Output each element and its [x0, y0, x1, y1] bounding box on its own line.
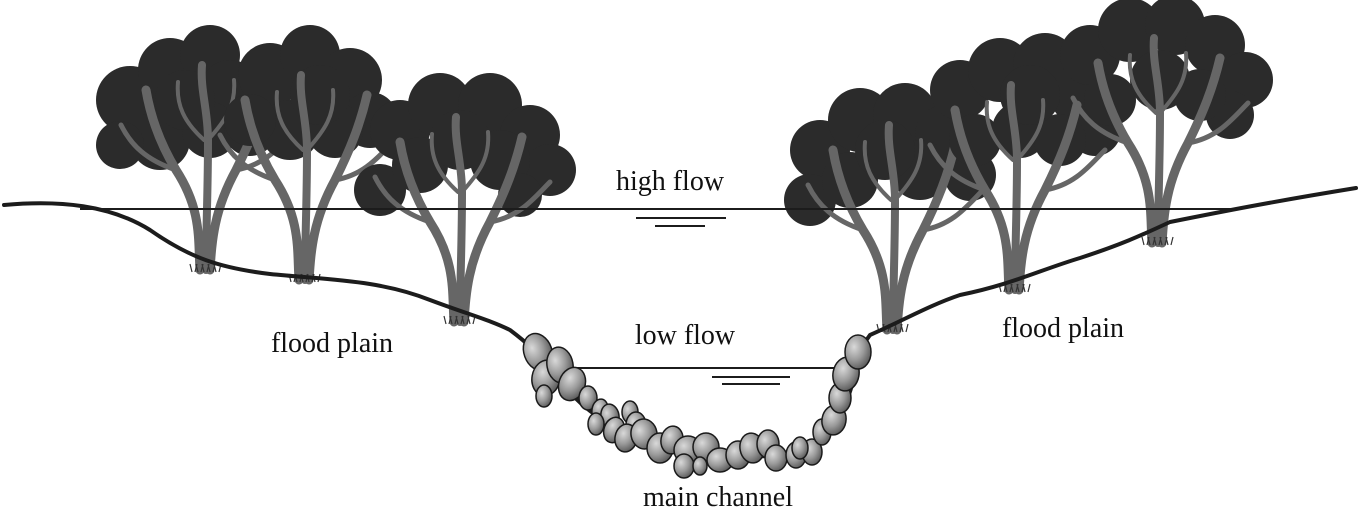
tree-canopy	[1060, 0, 1273, 139]
tree-trunk	[805, 121, 986, 335]
channel-stone	[673, 453, 695, 479]
low-flow-label: low flow	[635, 320, 736, 351]
channel-stone	[844, 334, 872, 370]
tree-trunk	[217, 71, 398, 285]
channel-stone	[587, 412, 605, 436]
tree-right-2	[927, 33, 1121, 295]
tree-trunk	[372, 113, 553, 327]
trees-group	[96, 0, 1273, 335]
channel-stone	[692, 456, 708, 476]
channel-stone	[578, 385, 598, 411]
channel-stone	[764, 444, 788, 472]
tree-trunk	[927, 81, 1108, 295]
flood-plain-right-label: flood plain	[1002, 313, 1124, 344]
tree-trunk	[1070, 34, 1251, 248]
channel-stones-group	[522, 332, 872, 479]
high-flow-label: high flow	[616, 166, 725, 197]
grass-tuft	[189, 263, 222, 273]
tree-right-3	[1060, 0, 1273, 248]
tree-left-2	[217, 25, 398, 285]
tree-left-3	[354, 73, 576, 327]
main-channel-label: main channel	[643, 482, 793, 513]
channel-stone	[535, 384, 553, 408]
low-flow-water-symbol	[712, 376, 790, 385]
grass-tuft	[443, 315, 476, 325]
grass-tuft	[1141, 236, 1174, 246]
grass-tuft	[998, 283, 1031, 293]
channel-stone	[791, 436, 809, 460]
flood-plain-left-label: flood plain	[271, 328, 393, 359]
tree-canopy	[354, 73, 576, 217]
high-flow-water-symbol	[636, 217, 726, 227]
